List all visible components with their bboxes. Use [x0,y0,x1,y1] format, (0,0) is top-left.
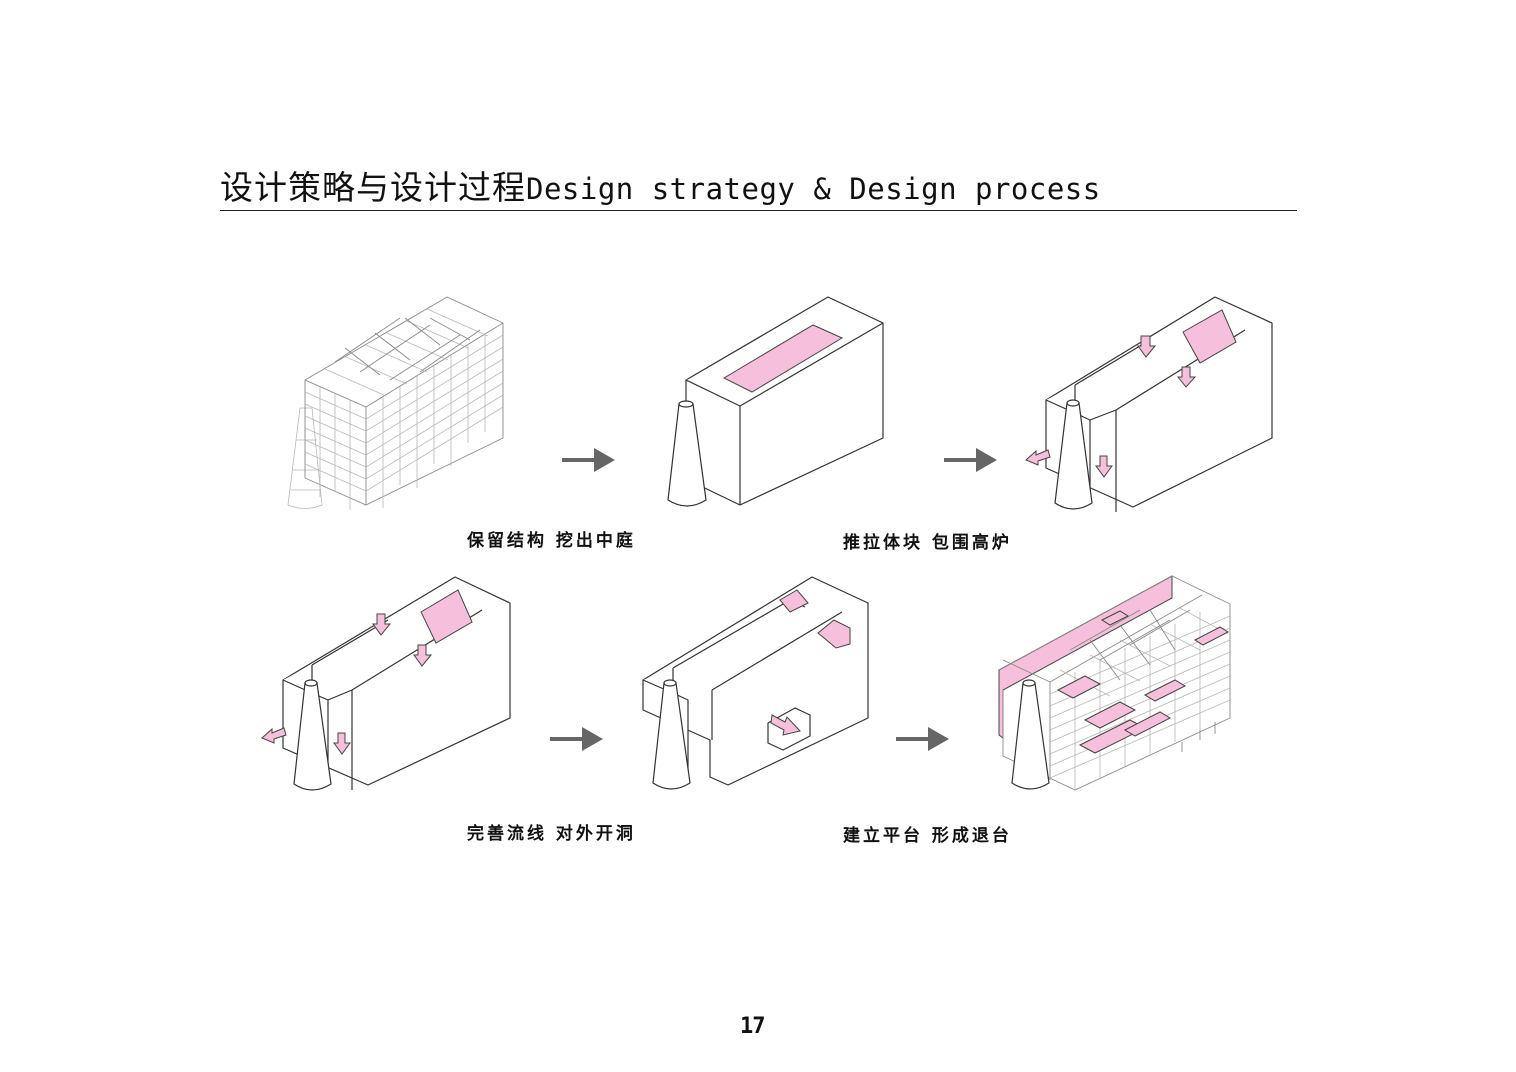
right-arrow-icon [550,727,603,751]
diagram-push-pull-blocks [1025,296,1273,512]
step-caption-3: 完善流线 对外开洞 [467,824,636,844]
terrace-platform [1123,711,1172,737]
title-underline [220,210,1297,211]
page-title-english: Design strategy & Design process [526,172,1101,206]
diagram-structure-frame [287,296,504,510]
right-arrow-icon [896,727,949,751]
diagram-openings [642,576,869,790]
terrace-platform [1100,610,1130,626]
right-arrow-icon [562,448,615,472]
courtyard-void [1182,309,1237,364]
page-number: 17 [740,1014,765,1039]
pink-push-arrow-icon [261,613,433,755]
diagram-circulation [261,576,511,791]
chimney-ghost [287,407,323,509]
courtyard-void [722,324,844,393]
frame-outline [304,296,504,506]
page-title-chinese: 设计策略与设计过程 [220,168,526,207]
pink-push-arrow-icon [1025,335,1197,478]
step-caption-2: 推拉体块 包围高炉 [843,533,1012,553]
terrace-platform [1193,626,1230,646]
right-arrow-icon [944,448,997,472]
step-caption-1: 保留结构 挖出中庭 [467,531,636,551]
terrace-platform [1143,679,1187,702]
step-caption-4: 建立平台 形成退台 [843,826,1012,846]
pink-push-arrow-icon [770,714,801,736]
roof-platform [779,589,809,613]
blast-furnace-chimney [667,403,707,507]
terrace-platform [1083,701,1137,729]
diagram-terraces [998,575,1231,791]
courtyard-void [420,589,473,644]
roof-platform [817,619,851,649]
page-title: 设计策略与设计过程Design strategy & Design proces… [220,166,1101,211]
terrace-platform [1056,675,1102,699]
diagram-courtyard-block [667,296,884,507]
